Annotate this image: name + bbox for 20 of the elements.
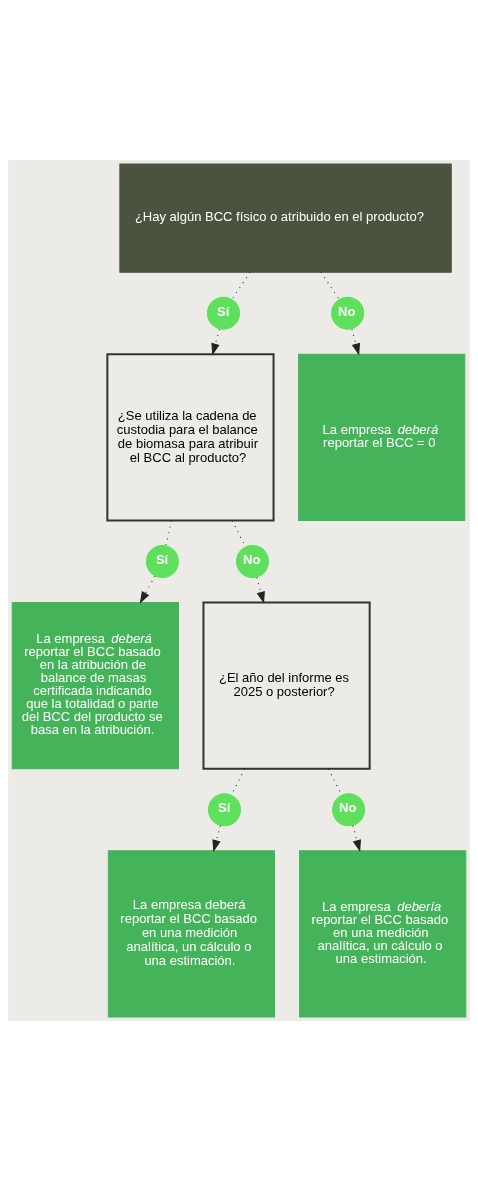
connector (320, 271, 340, 300)
node-box: ¿Se utiliza la cadena de custodia para el balance de biomasa para atribuir el BCC al producto? (106, 353, 275, 522)
arrow (351, 328, 360, 355)
node-box: ¿El año del informe es 2025 o posterior? (202, 601, 371, 770)
connector (165, 519, 173, 547)
connector (231, 271, 251, 300)
node-box: La empresa deberá reportar el BCC basado en la atribución de balance de masas certificada indicando que la totalidad o parte del BCC del producto se basa en la atribución. (11, 602, 179, 770)
arrow (352, 825, 361, 852)
node-circle: Sí (207, 793, 241, 827)
node-circle: No (236, 544, 270, 578)
node-box: La empresa debería reportar el BCC basado en una medición analítica, un cálculo o una estimación. (299, 850, 467, 1018)
node-circle: Sí (206, 296, 240, 330)
node-circle: No (332, 793, 366, 827)
node-box: La empresa deberá reportar el BCC basado en una medición analítica, un cálculo o una estimación. (107, 850, 276, 1018)
node-circle: No (331, 296, 365, 330)
node-circle: Sí (145, 544, 179, 578)
node-box: ¿Hay algún BCC físico o atribuido en el producto? (119, 163, 452, 273)
arrow (256, 576, 265, 603)
arrow (140, 575, 156, 603)
node-box: La empresa deberá reportar el BCC = 0 (298, 353, 466, 521)
